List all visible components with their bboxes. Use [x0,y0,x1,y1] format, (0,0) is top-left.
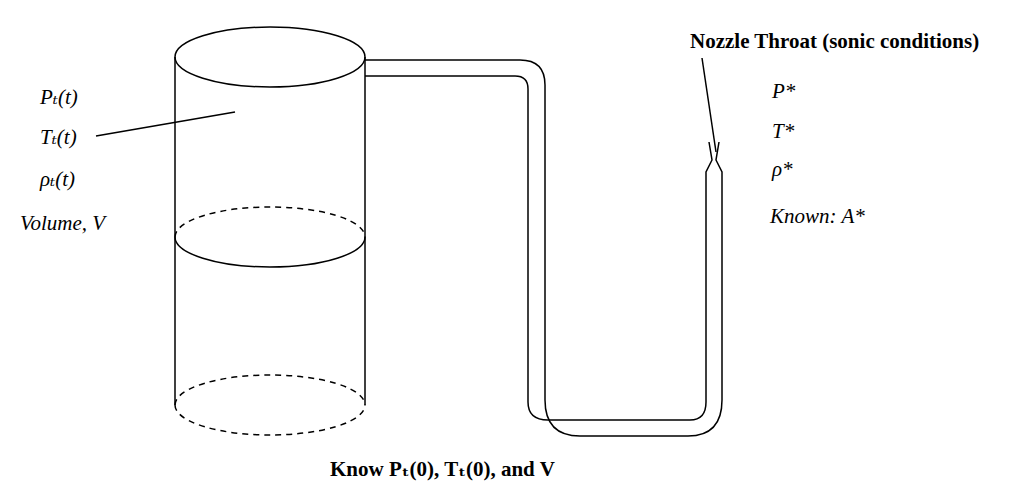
tank-volume: Volume, V [20,212,105,235]
throat-temperature: T* [772,120,794,143]
tank-temperature: Tₜ(t) [40,126,77,149]
pipe-outer [365,60,722,436]
pipe-inner [365,76,712,420]
tank-bottom [175,405,365,435]
tank-wall [364,57,366,405]
tank-bottom-back [175,375,365,405]
leader-line [702,58,716,152]
known-values: Know Pₜ(0), Tₜ(0), and V [330,458,555,481]
throat-title: Nozzle Throat (sonic conditions) [690,30,979,53]
throat-area: Known: A* [770,205,865,228]
throat-pressure: P* [772,80,795,103]
tank-density: ρₜ(t) [40,168,75,191]
liquid-level-back [175,207,365,237]
tank-pressure: Pₜ(t) [40,86,78,109]
throat-density: ρ* [772,158,793,181]
tank-top [175,27,365,87]
liquid-level [175,237,365,267]
pipe-outer-wall [365,76,744,452]
tank-wall [174,57,176,405]
leader-line [96,112,235,136]
